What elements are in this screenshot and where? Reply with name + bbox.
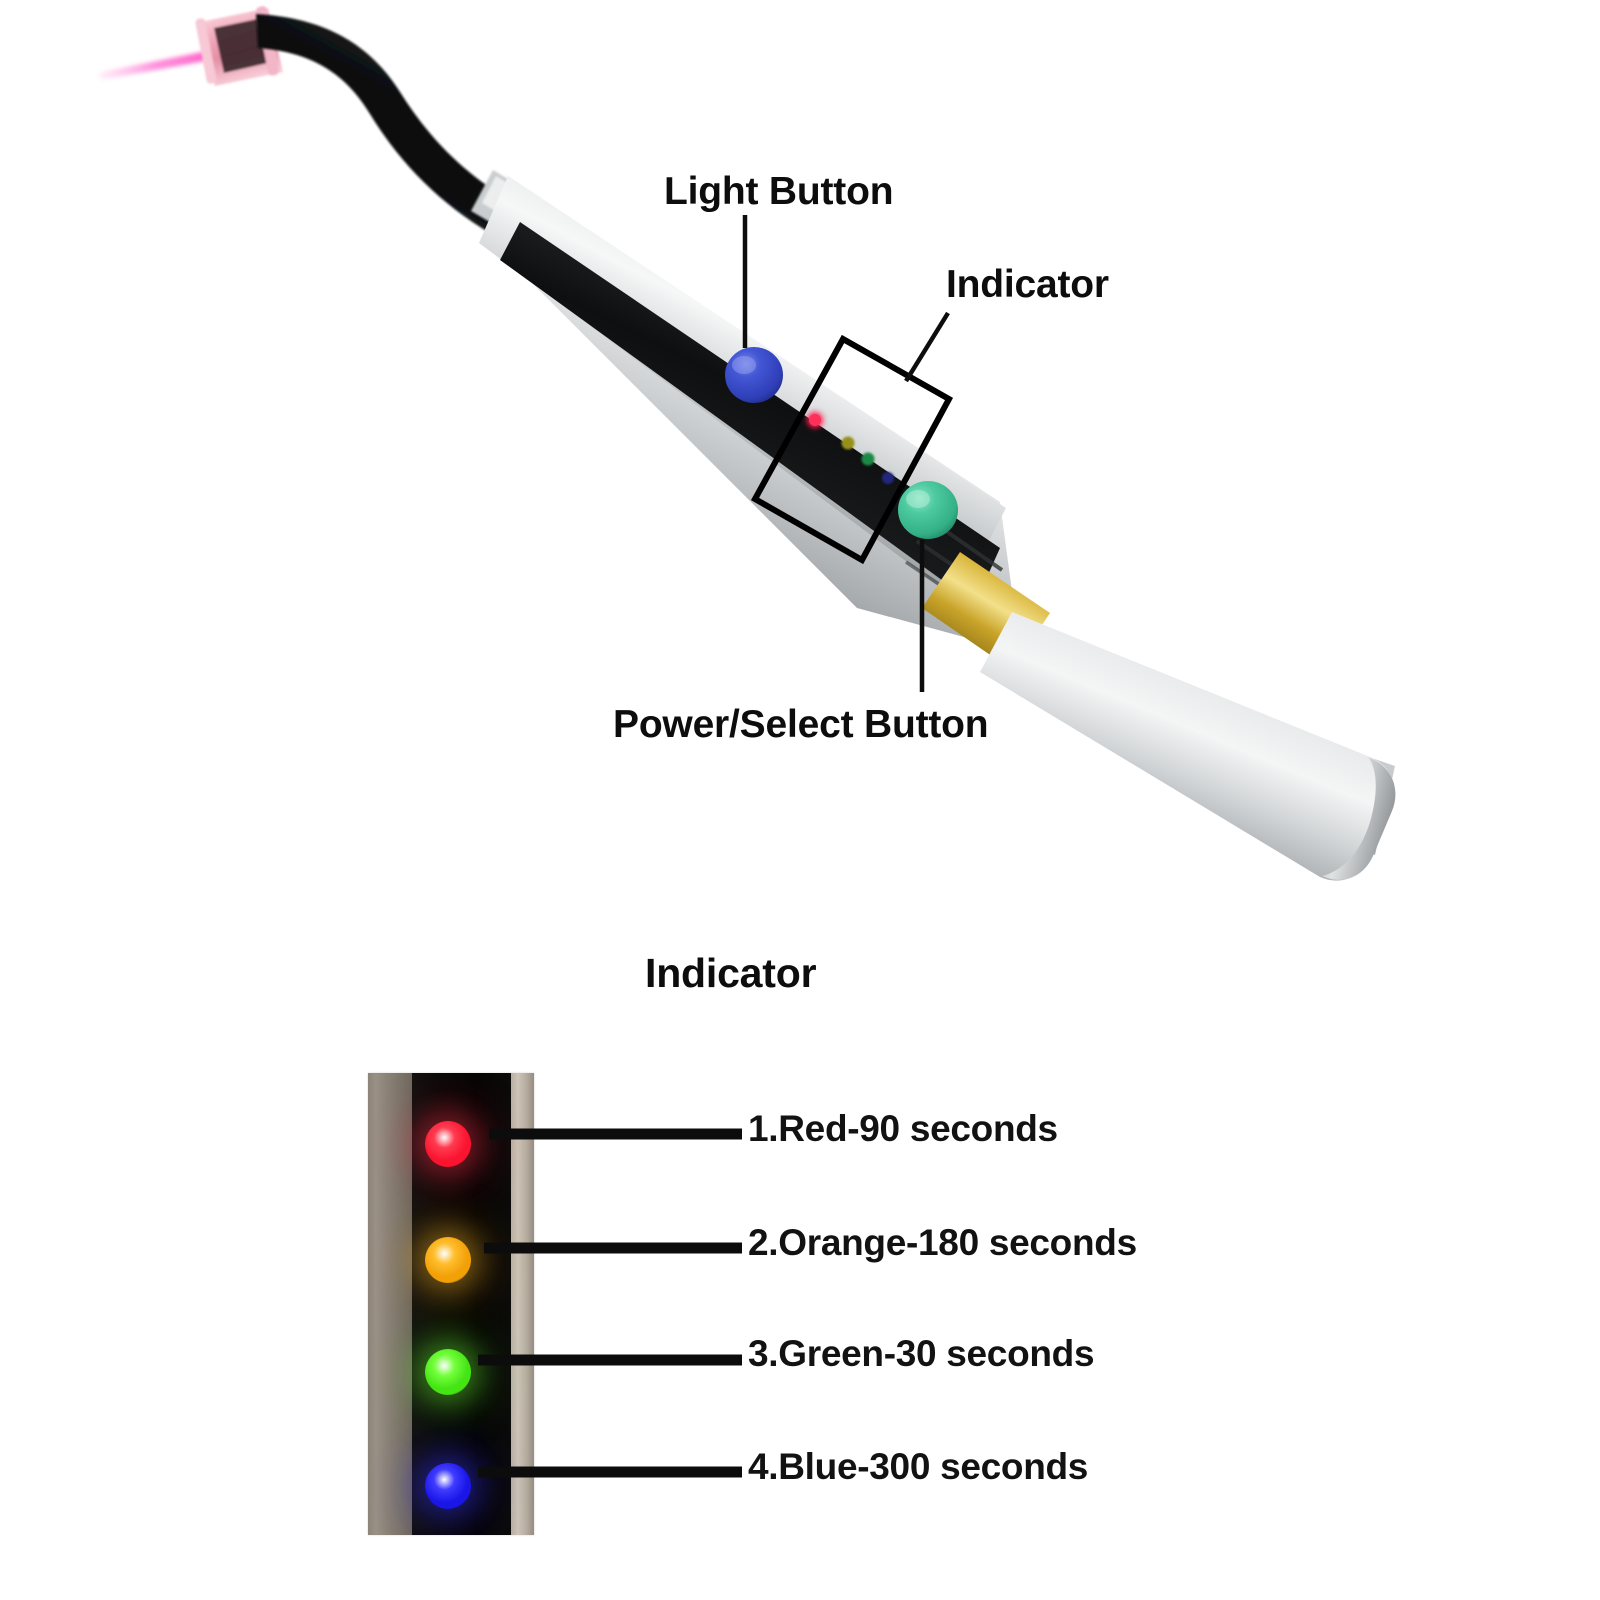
led-green <box>425 1349 471 1395</box>
power-select-button[interactable] <box>898 481 958 539</box>
pen-illustration: Light Button Indicator Power/Select Butt… <box>100 6 1396 881</box>
callout-label-light-button: Light Button <box>664 170 894 213</box>
strip-metal-right-edge <box>511 1073 534 1535</box>
callout-label-indicator: Indicator <box>946 263 1109 306</box>
led-blue <box>425 1463 471 1509</box>
laser-beam <box>100 48 222 80</box>
callout-leader-lines <box>742 215 950 692</box>
indicator-led-strip-photo <box>368 1073 534 1535</box>
led-red <box>425 1121 471 1167</box>
pen-black-shaft <box>256 14 520 240</box>
led-legend-item-blue: 4.Blue-300 seconds <box>748 1446 1089 1487</box>
light-button[interactable] <box>725 347 783 403</box>
led-orange <box>425 1237 471 1283</box>
indicator-bracket-box <box>750 334 954 565</box>
strip-metal-left-edge <box>368 1073 412 1535</box>
led-legend-item-red: 1.Red-90 seconds <box>748 1108 1058 1149</box>
indicator-section-heading: Indicator <box>645 950 817 996</box>
pen-indicator-leds <box>807 412 894 484</box>
leader-indicator <box>904 311 950 383</box>
callout-label-power-select-button: Power/Select Button <box>613 703 989 746</box>
led-legend-item-green: 3.Green-30 seconds <box>748 1333 1095 1374</box>
pen-tail-barrel <box>980 612 1396 881</box>
led-legend-item-orange: 2.Orange-180 seconds <box>748 1222 1137 1263</box>
